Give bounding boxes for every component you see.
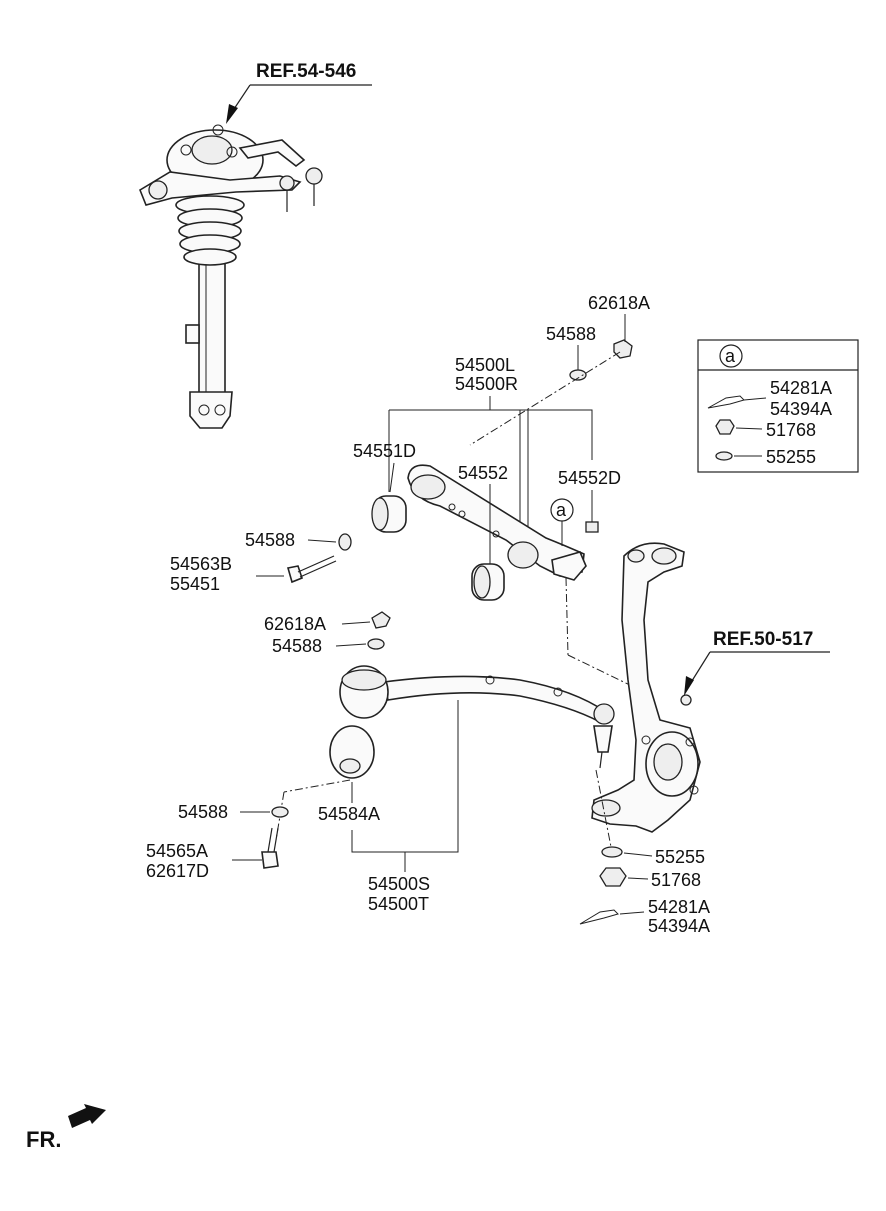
washer-icon	[367, 638, 385, 650]
knuckle-cotter-label-1[interactable]: 54281A	[648, 897, 710, 917]
rear-bushing-label[interactable]: 54552	[458, 463, 508, 483]
upper-assembly-label-1[interactable]: 54500L	[455, 355, 515, 375]
bolt-washer-label[interactable]: 54588	[245, 530, 295, 550]
upper-arm-group: 62618A 54588 54500L 54500R 54551D 54552	[170, 293, 650, 601]
nut-icon	[371, 611, 391, 629]
strut-reference-callout: REF.54-546	[226, 61, 372, 124]
legend-box: a 54281A 54394A 51768 55255	[697, 339, 859, 473]
ref-strut-label[interactable]: REF.54-546	[256, 61, 356, 82]
front-bushing-label[interactable]: 54551D	[353, 441, 416, 461]
lower-nut-label[interactable]: 62618A	[264, 614, 326, 634]
cotter-pin-icon	[579, 909, 619, 925]
upper-nut-label[interactable]: 62618A	[588, 293, 650, 313]
washer-icon	[271, 806, 289, 818]
legend-marker-label: a	[725, 346, 736, 366]
lower-arm-group: 62618A 54588 54584A 54588 54565A 62617D	[146, 611, 615, 914]
lower-assembly-label-1[interactable]: 54500S	[368, 874, 430, 894]
ref-knuckle-label[interactable]: REF.50-517	[713, 629, 813, 650]
upper-washer-label[interactable]: 54588	[546, 324, 596, 344]
strut-assembly	[139, 124, 323, 429]
lower-assembly-label-2[interactable]: 54500T	[368, 894, 429, 914]
arrow-icon	[68, 1104, 106, 1128]
ball-joint-label[interactable]: 54552D	[558, 468, 621, 488]
washer-icon	[601, 846, 623, 858]
cotter-pin-icon	[707, 395, 745, 409]
washer-icon	[715, 451, 733, 461]
castle-nut-icon	[599, 867, 627, 887]
upper-assembly-label-2[interactable]: 54500R	[455, 374, 518, 394]
legend-code[interactable]: 54281A	[770, 378, 832, 398]
steering-knuckle	[565, 542, 701, 853]
lower-bushing-label[interactable]: 54584A	[318, 804, 380, 824]
lower-bolt-label-2[interactable]: 62617D	[146, 861, 209, 881]
knuckle-washer-label[interactable]: 55255	[655, 847, 705, 867]
castle-nut-icon	[715, 419, 735, 435]
front-direction-label: FR.	[26, 1127, 61, 1152]
lower-bolt-label-1[interactable]: 54565A	[146, 841, 208, 861]
legend-code[interactable]: 51768	[766, 420, 816, 440]
knuckle-hardware: 55255 51768 54281A 54394A	[579, 846, 710, 936]
upper-bolt-label-1[interactable]: 54563B	[170, 554, 232, 574]
legend-code[interactable]: 55255	[766, 447, 816, 467]
lower-washer-top-label[interactable]: 54588	[272, 636, 322, 656]
upper-bolt-label-2[interactable]: 55451	[170, 574, 220, 594]
knuckle-reference-callout: REF.50-517	[684, 629, 830, 696]
washer-icon	[338, 533, 352, 551]
knuckle-cotter-label-2[interactable]: 54394A	[648, 916, 710, 936]
knuckle-nut-label[interactable]: 51768	[651, 870, 701, 890]
legend-code[interactable]: 54394A	[770, 399, 832, 419]
nut-icon	[613, 339, 633, 359]
front-direction-indicator: FR.	[26, 1104, 106, 1152]
lower-washer-bottom-label[interactable]: 54588	[178, 802, 228, 822]
upper-marker-label: a	[556, 500, 567, 520]
